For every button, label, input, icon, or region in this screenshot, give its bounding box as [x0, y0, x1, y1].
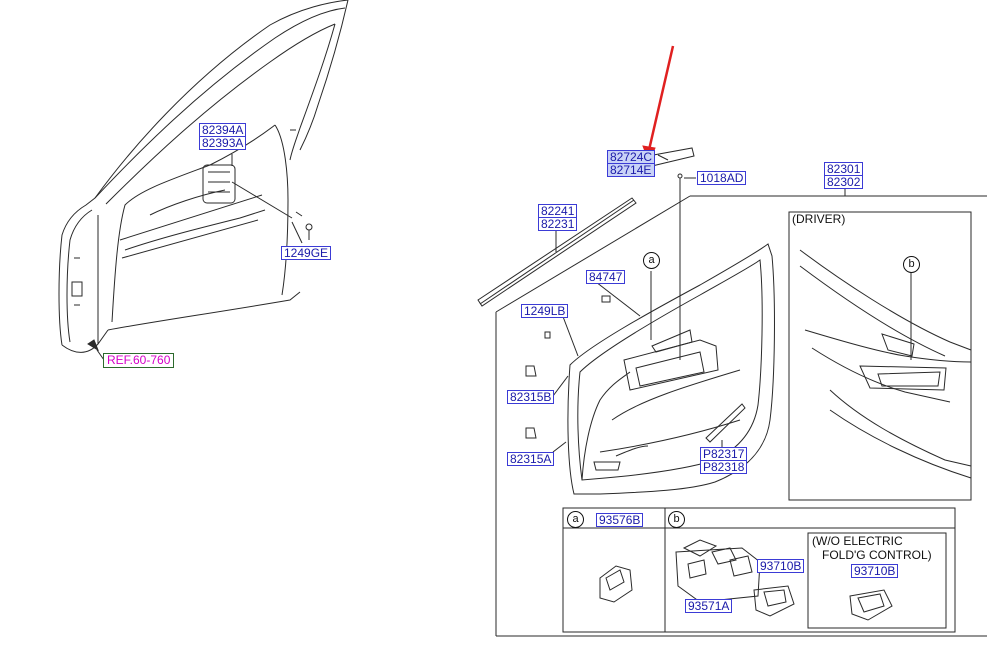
panel-frame — [495, 186, 987, 637]
weatherstrip-drawing — [477, 197, 637, 307]
part-number-1249LB: 1249LB — [521, 304, 569, 318]
part-number-82302: 82302 — [825, 175, 863, 189]
door-frame-drawing — [58, 0, 349, 361]
highlight-arrow — [642, 45, 675, 164]
part-label-P82317-P82318: P82317 P82318 — [700, 447, 748, 474]
part-number-1249GE: 1249GE — [281, 246, 332, 260]
driver-inset — [788, 211, 972, 501]
part-number-93710B-main: 93710B — [757, 559, 805, 573]
box-b-marker: b — [668, 511, 685, 528]
part-number-82315A: 82315A — [507, 452, 555, 466]
door-trim-panel-drawing — [552, 243, 775, 495]
part-number-82714E: 82714E — [608, 163, 655, 176]
part-number-82231: 82231 — [539, 217, 577, 231]
part-label-82394A-82393A: 82394A 82393A — [199, 123, 247, 150]
part-number-84747: 84747 — [586, 270, 626, 284]
part-number-82241: 82241 — [541, 204, 575, 218]
wo-electric-line1: (W/O ELECTRIC — [812, 534, 903, 548]
part-number-82315B: 82315B — [507, 390, 555, 404]
part-label-82241-82231: 82241 82231 — [538, 204, 578, 231]
part-number-93571A: 93571A — [685, 599, 733, 613]
wo-electric-line2: FOLD'G CONTROL) — [822, 548, 932, 562]
part-number-P82317: P82317 — [703, 447, 745, 461]
clip-drawings — [525, 295, 611, 439]
driver-inset-title: (DRIVER) — [792, 212, 846, 226]
reference-label: REF.60-760 — [103, 353, 175, 368]
part-label-82724C-82714E: 82724C 82714E — [607, 150, 656, 177]
part-label-82301-82302: 82301 82302 — [824, 162, 864, 189]
part-number-93710B-wo: 93710B — [851, 564, 899, 578]
callout-b-marker: b — [903, 256, 920, 273]
part-number-82301: 82301 — [827, 162, 861, 176]
part-number-82394A: 82394A — [202, 123, 244, 137]
switch-callout-box — [562, 507, 956, 633]
part-number-93576B: 93576B — [596, 513, 644, 527]
part-number-82724C: 82724C — [610, 150, 653, 164]
callout-a-marker: a — [643, 252, 660, 269]
part-number-1018AD: 1018AD — [697, 171, 747, 185]
part-number-P82318: P82318 — [701, 460, 747, 474]
box-a-marker: a — [567, 511, 584, 528]
part-number-82393A: 82393A — [200, 136, 246, 150]
